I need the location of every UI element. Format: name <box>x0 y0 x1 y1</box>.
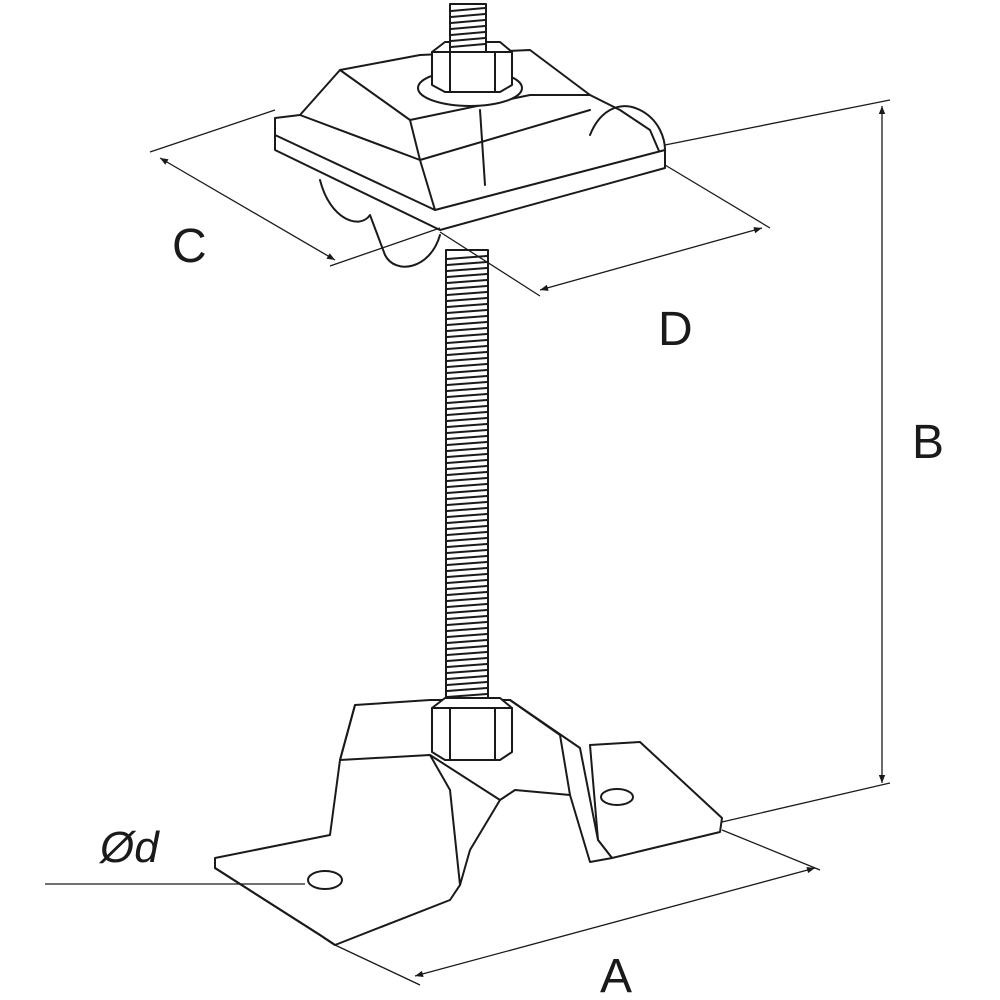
dimension-b: B <box>664 99 944 823</box>
label-c: C <box>172 220 207 273</box>
label-hole-diameter: Ød <box>98 823 160 872</box>
base-bracket <box>214 699 723 946</box>
top-nut <box>417 3 523 107</box>
dimension-d: D <box>439 164 771 356</box>
label-b: B <box>912 416 944 469</box>
dimension-a: A <box>334 829 821 1000</box>
hole-diameter-callout: Ød <box>45 823 305 885</box>
label-d: D <box>658 303 693 356</box>
bottom-nut <box>431 697 513 761</box>
dimension-c: C <box>149 109 441 273</box>
threaded-rod <box>445 249 489 721</box>
label-a: A <box>600 950 632 1000</box>
top-clamp <box>274 49 666 268</box>
